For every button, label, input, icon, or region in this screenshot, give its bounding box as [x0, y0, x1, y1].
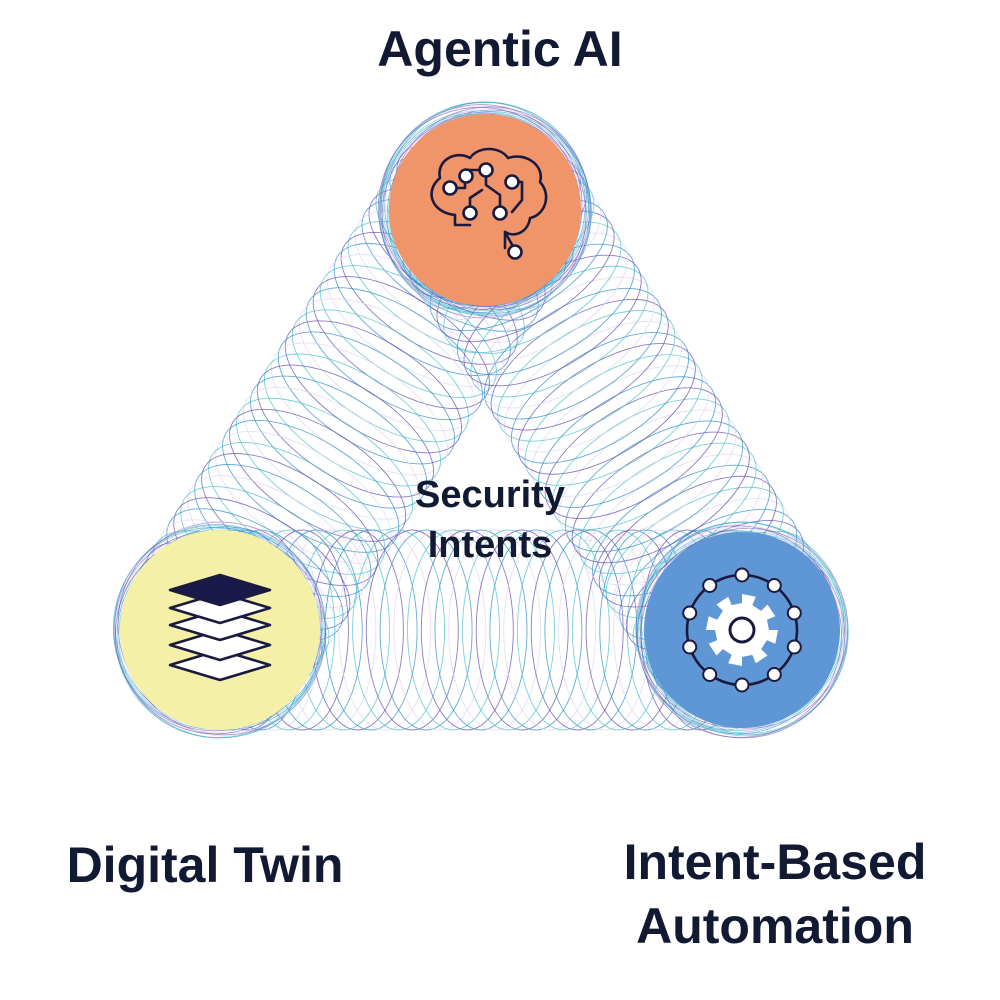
band-ring — [565, 420, 744, 553]
band-ring — [263, 353, 442, 487]
band-ring — [497, 310, 676, 442]
band-ring — [215, 430, 393, 564]
brain-circuit-icon — [430, 147, 548, 260]
band-ring — [483, 287, 662, 420]
corner-ring — [378, 105, 582, 309]
band-ring — [448, 529, 542, 731]
band-ring — [551, 398, 730, 530]
band-ring — [229, 408, 407, 542]
security-intents-line1: Security — [415, 474, 565, 516]
band-ring — [270, 342, 449, 476]
gear-orbit-node — [766, 578, 782, 593]
digital-twin-label: Digital Twin — [66, 837, 344, 893]
band-ring — [379, 529, 473, 731]
gear-orbit-node — [734, 567, 750, 583]
band-ring — [305, 287, 483, 421]
intent-based-automation-label: Intent-Based Automation — [575, 830, 975, 958]
band-ring — [352, 529, 446, 731]
agentic-ai-circle — [389, 114, 581, 306]
band-ring — [544, 387, 723, 519]
intent-based-label-line2: Automation — [636, 898, 914, 954]
band-ring — [537, 376, 717, 508]
band-ring — [236, 397, 414, 531]
band-ring — [477, 276, 656, 409]
band-ring — [393, 529, 487, 731]
gear-network-icon — [682, 567, 802, 693]
security-intents-line2: Intents — [427, 524, 553, 566]
digital-twin-node — [120, 530, 320, 730]
corner-ring — [380, 101, 586, 307]
band-ring — [420, 529, 514, 731]
band-ring — [284, 320, 462, 454]
band-ring — [531, 365, 710, 497]
band-ring — [510, 332, 690, 464]
band-ring — [434, 529, 528, 731]
gear-orbit-node — [786, 605, 802, 621]
band-ring — [490, 298, 669, 431]
band-ring — [524, 354, 703, 486]
band-ring — [462, 529, 555, 731]
band-ring — [407, 529, 500, 731]
band-ring — [298, 298, 476, 432]
band-ring — [256, 364, 435, 498]
gear-orbit-node — [702, 667, 718, 682]
band-ring — [504, 321, 683, 453]
band-ring — [365, 529, 459, 731]
intent-based-label-line1: Intent-Based — [623, 834, 927, 890]
band-ring — [243, 386, 421, 520]
band-ring — [517, 343, 696, 475]
band-ring — [277, 331, 455, 465]
gear-orbit-node — [682, 639, 698, 655]
band-ring — [489, 529, 583, 731]
band-ring — [338, 529, 432, 731]
gear-orbit-node — [766, 667, 782, 682]
layers-icon — [168, 573, 272, 682]
gear-orbit-node — [734, 677, 750, 693]
band-ring — [530, 529, 624, 731]
band-ring — [571, 431, 750, 564]
agentic-ai-node — [389, 114, 581, 306]
gear-orbit-node — [702, 578, 718, 593]
band-ring — [475, 529, 569, 731]
gear-orbit-node — [786, 639, 802, 655]
gear-orbit-node — [682, 605, 698, 621]
agentic-ai-label: Agentic AI — [377, 21, 623, 77]
band-ring — [291, 309, 469, 443]
band-ring — [558, 409, 737, 542]
security-intents-label: Security Intents — [380, 470, 600, 570]
intent-based-automation-node — [644, 532, 840, 728]
band-ring — [503, 529, 597, 731]
